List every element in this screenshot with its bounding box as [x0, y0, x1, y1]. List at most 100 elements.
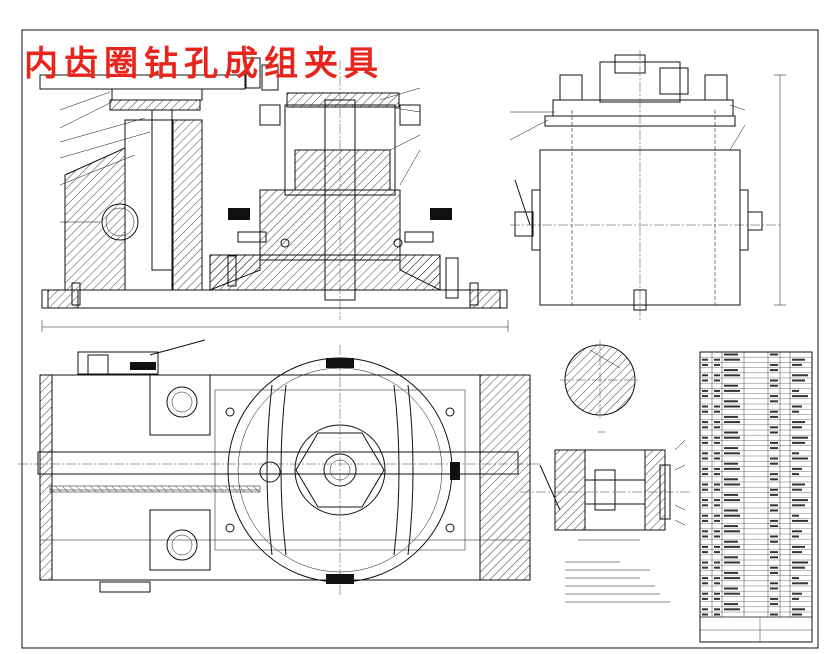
- table-cell-mark: [714, 551, 720, 554]
- table-cell-mark: [714, 358, 720, 361]
- table-cell-mark: [724, 493, 738, 496]
- table-cell-mark: [714, 405, 720, 408]
- table-cell-mark: [792, 504, 805, 507]
- table-cell-mark: [724, 447, 738, 450]
- table-cell-mark: [702, 566, 708, 569]
- table-cell-mark: [714, 519, 720, 522]
- table-cell-mark: [770, 384, 778, 387]
- table-cell-mark: [792, 421, 805, 424]
- table-cell-mark: [724, 431, 738, 434]
- table-cell-mark: [792, 551, 802, 554]
- table-cell-mark: [770, 493, 778, 496]
- table-cell-mark: [714, 483, 720, 486]
- table-cell-mark: [792, 499, 808, 502]
- table-cell-mark: [770, 395, 778, 398]
- table-cell-mark: [724, 436, 740, 439]
- table-cell-mark: [792, 483, 805, 486]
- table-cell-mark: [702, 379, 708, 382]
- table-cell-mark: [792, 566, 805, 569]
- table-cell-mark: [702, 363, 708, 366]
- table-cell-mark: [714, 504, 720, 507]
- table-cell-mark: [714, 467, 720, 470]
- table-cell-mark: [770, 462, 778, 465]
- table-cell-mark: [724, 608, 740, 611]
- table-cell-mark: [714, 545, 720, 548]
- table-cell-mark: [724, 478, 738, 481]
- table-cell-mark: [724, 514, 740, 517]
- table-cell-mark: [702, 473, 708, 476]
- parts-list-table: [699, 351, 813, 643]
- table-cell-mark: [770, 509, 778, 512]
- table-cell-mark: [714, 457, 720, 460]
- table-cell-mark: [714, 514, 720, 517]
- table-cell-mark: [770, 457, 778, 460]
- table-cell-mark: [702, 613, 708, 616]
- table-cell-mark: [702, 374, 708, 377]
- table-cell-mark: [702, 504, 708, 507]
- table-cell-mark: [724, 374, 740, 377]
- table-cell-mark: [770, 525, 778, 528]
- table-cell-mark: [702, 519, 708, 522]
- table-cell-mark: [702, 608, 708, 611]
- table-cell-mark: [714, 608, 720, 611]
- table-cell-mark: [792, 452, 799, 455]
- table-cell-mark: [770, 415, 778, 418]
- table-cell-mark: [702, 436, 708, 439]
- table-cell-mark: [724, 400, 738, 403]
- table-cell-mark: [724, 499, 740, 502]
- table-cell-mark: [792, 514, 799, 517]
- table-cell-mark: [792, 358, 805, 361]
- table-cell-mark: [714, 582, 720, 585]
- table-cell-mark: [770, 535, 778, 538]
- table-cell-mark: [702, 551, 708, 554]
- table-cell-mark: [792, 592, 802, 595]
- table-cell-mark: [770, 551, 778, 554]
- table-cell-mark: [702, 545, 708, 548]
- table-cell-mark: [770, 363, 778, 366]
- plan-view: [18, 339, 540, 595]
- sheet-border: [21, 29, 819, 649]
- table-cell-mark: [724, 509, 738, 512]
- table-cell-mark: [702, 597, 708, 600]
- table-cell-mark: [770, 488, 778, 491]
- table-cell-mark: [714, 441, 720, 444]
- table-cell-mark: [714, 452, 720, 455]
- table-cell-mark: [792, 577, 799, 580]
- table-cell-mark: [702, 535, 708, 538]
- table-cell-mark: [770, 613, 778, 616]
- table-cell-mark: [770, 597, 778, 600]
- table-cell-mark: [714, 488, 720, 491]
- table-cell-mark: [724, 421, 740, 424]
- table-cell-mark: [724, 415, 738, 418]
- table-cell-mark: [792, 379, 805, 382]
- table-cell-mark: [770, 540, 778, 543]
- technical-notes: [565, 561, 670, 603]
- table-cell-mark: [714, 389, 720, 392]
- table-cell-mark: [792, 530, 802, 533]
- table-cell-mark: [792, 608, 805, 611]
- table-cell-mark: [714, 379, 720, 382]
- table-cell-mark: [792, 389, 799, 392]
- table-cell-mark: [770, 369, 778, 372]
- table-cell-mark: [792, 363, 802, 366]
- table-cell-mark: [770, 519, 778, 522]
- table-cell-mark: [702, 530, 708, 533]
- table-cell-mark: [792, 561, 808, 564]
- table-cell-mark: [792, 473, 799, 476]
- table-cell-mark: [792, 545, 805, 548]
- table-cell-mark: [714, 436, 720, 439]
- table-cell-mark: [702, 457, 708, 460]
- table-cell-mark: [724, 525, 738, 528]
- table-cell-mark: [792, 441, 805, 444]
- table-cell-mark: [714, 530, 720, 533]
- table-cell-mark: [770, 431, 778, 434]
- table-cell-mark: [792, 597, 799, 600]
- table-cell-mark: [702, 592, 708, 595]
- table-cell-mark: [792, 535, 799, 538]
- table-cell-mark: [724, 587, 738, 590]
- table-cell-mark: [724, 384, 738, 387]
- table-cell-mark: [770, 441, 778, 444]
- table-cell-mark: [724, 545, 740, 548]
- side-view: [509, 50, 786, 320]
- table-cell-mark: [702, 405, 708, 408]
